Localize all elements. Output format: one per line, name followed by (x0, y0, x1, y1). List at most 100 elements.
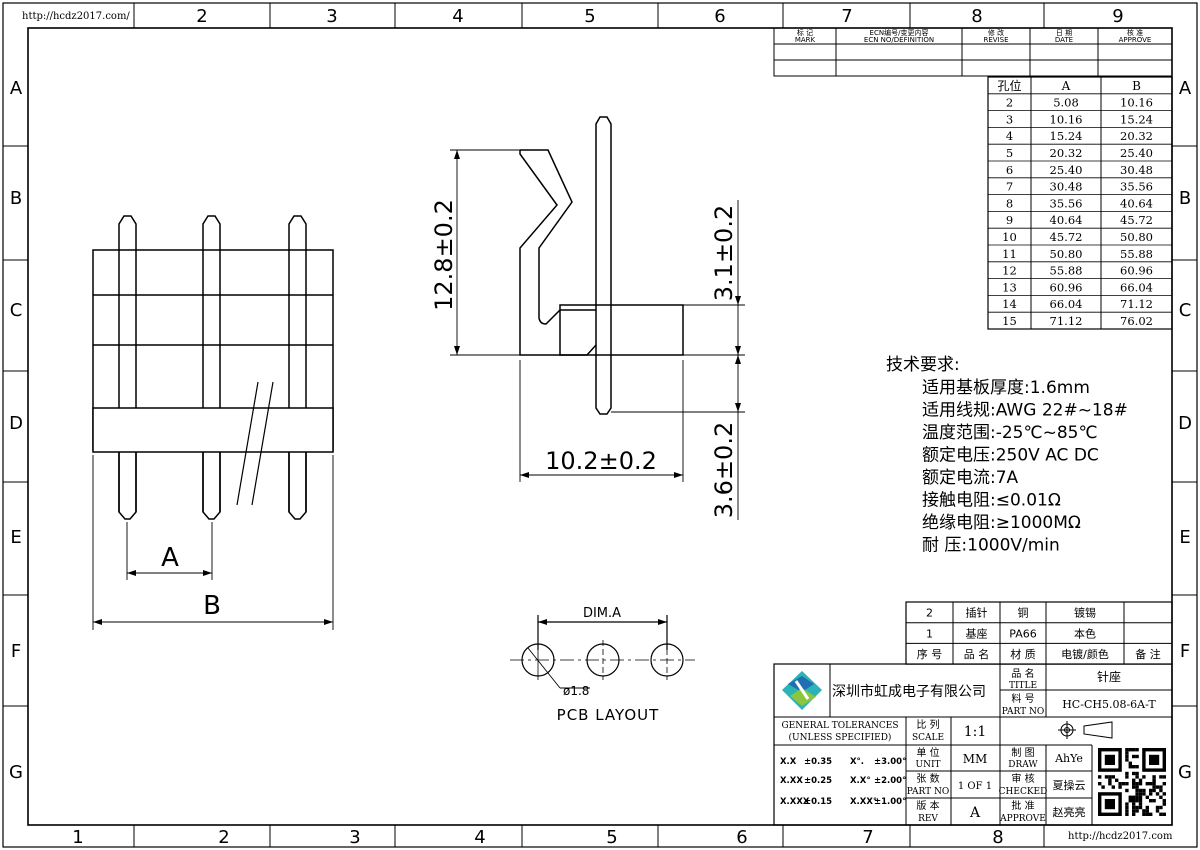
bom-header-cell: 品 名 (964, 647, 990, 661)
pcb-dim-a: DIM.A (583, 606, 621, 621)
tolerance-cell: X.XX° (850, 797, 877, 807)
pin-table-header: A (1061, 79, 1071, 93)
front-view (92, 215, 334, 630)
bom-header-cell: 序 号 (917, 647, 943, 661)
pin-table-cell: 76.02 (1120, 314, 1153, 328)
tolerance-sub: (UNLESS SPECIFIED) (789, 732, 892, 743)
title-block: 深圳市虹成电子有限公司 品 名 TITLE 针座 料 号 PART NO HC-… (773, 663, 1173, 826)
pin-table-cell: 60.96 (1120, 264, 1153, 278)
side-view-arrows (454, 150, 741, 478)
bottom-zone-band (133, 825, 1045, 847)
inner-frame (27, 27, 1173, 826)
pin-table-cell: 10.16 (1050, 112, 1083, 126)
tech-requirement-line: 绝缘电阻:≥1000MΩ (922, 513, 1081, 533)
tech-requirement-line: 温度范围:-25℃~85℃ (922, 423, 1098, 443)
bom-cell: 本色 (1074, 626, 1096, 640)
part-value: HC-CH5.08-6A-T (1062, 698, 1156, 711)
tolerance-cell: X.XXX (780, 797, 810, 807)
bottom-column-label: 2 (218, 827, 229, 848)
pin-table-cell: 35.56 (1120, 180, 1153, 194)
bottom-column-label: 6 (736, 827, 747, 848)
pin-table-cell: 55.88 (1050, 264, 1083, 278)
title-label-en: TITLE (1009, 681, 1037, 691)
bom-header-cell: 材 质 (1010, 647, 1036, 661)
tech-title: 技术要求: (886, 355, 960, 375)
top-column-label: 4 (452, 6, 463, 27)
top-column-label: 5 (584, 6, 595, 27)
pin-table-cell: 6 (1006, 163, 1013, 177)
tech-requirement-line: 适用线规:AWG 22#~18# (922, 401, 1128, 421)
pin-table-cell: 35.56 (1050, 196, 1083, 210)
right-row-label: F (1180, 641, 1190, 662)
left-row-label: A (10, 78, 23, 99)
rev-mark-en: MARK (795, 36, 816, 44)
pin-2 (202, 215, 221, 520)
approve-label-en: APPROVE (999, 814, 1046, 824)
bottom-column-label: 3 (349, 827, 360, 848)
rev-ecn-en: ECN NO/DEFINITION (864, 36, 934, 44)
side-housing (559, 304, 684, 356)
pin-table-cell: 3 (1006, 112, 1013, 126)
scale-label-en: SCALE (912, 733, 944, 743)
approve-value: 赵亮亮 (1053, 805, 1086, 819)
right-row-label: B (1179, 188, 1191, 209)
left-row-label: G (9, 762, 23, 783)
rev-approve-en: APPROVE (1119, 36, 1152, 44)
sheet-value: 1 OF 1 (958, 781, 992, 792)
pin-table-cell: 12 (1002, 264, 1017, 278)
right-row-label: D (1178, 413, 1192, 434)
bom-cell: 镀锡 (1074, 606, 1096, 620)
tolerance-cell: ±3.00° (874, 757, 906, 767)
company-name: 深圳市虹成电子有限公司 (832, 683, 986, 700)
tolerance-cell: ±0.25 (804, 776, 832, 786)
draw-label: 制 图 (1011, 746, 1034, 759)
left-row-label: B (10, 188, 22, 209)
top-column-label: 3 (326, 6, 337, 27)
pin-table-cell: 71.12 (1120, 297, 1153, 311)
pcb-layout (510, 615, 695, 689)
pin-table-cell: 7 (1006, 180, 1013, 194)
tech-requirement-line: 适用基板厚度:1.6mm (922, 378, 1090, 398)
pin-table-cell: 9 (1006, 213, 1013, 227)
scale-value: 1:1 (964, 724, 987, 740)
pin-table-cell: 25.40 (1120, 146, 1153, 160)
pcb-arrows (538, 619, 667, 625)
rev-revise-en: REVISE (983, 36, 1008, 44)
pin-table-cell: 13 (1002, 280, 1017, 294)
dim-width: 10.2±0.2 (545, 447, 657, 475)
scale-label: 比 列 (916, 718, 939, 731)
pin-table-cell: 11 (1002, 247, 1017, 261)
tolerance-cell: X°. (850, 757, 864, 767)
rev-mark: 标 记 (797, 28, 813, 37)
pin-table-cell: 10.16 (1120, 96, 1153, 110)
housing-base (92, 407, 334, 453)
pin-table-cell: 66.04 (1050, 297, 1083, 311)
dim-b-label: B (203, 591, 221, 621)
tolerance-cell: X.XX (780, 776, 803, 786)
pin-1 (118, 215, 137, 520)
bottom-column-label: 8 (992, 827, 1003, 848)
bottom-column-label: 5 (606, 827, 617, 848)
pin-table-cell: 5 (1006, 146, 1013, 160)
tolerance-cell: ±0.15 (804, 797, 832, 807)
right-row-label: E (1179, 527, 1190, 548)
side-view-dims (450, 149, 745, 520)
front-view-arrows (93, 570, 333, 625)
tech-requirement-line: 额定电流:7A (922, 468, 1019, 488)
title-value: 针座 (1097, 669, 1121, 684)
pin-table-cell: 14 (1002, 297, 1017, 311)
pin-table-cell: 25.40 (1050, 163, 1083, 177)
pin-table-cell: 4 (1006, 129, 1013, 143)
rev-value: A (969, 805, 981, 821)
check-label-en: CHECKED (999, 787, 1048, 797)
bom-cell: 基座 (966, 626, 988, 640)
side-pin (595, 116, 612, 305)
rev-revise: 修 改 (988, 28, 1004, 37)
top-column-label: 6 (714, 6, 725, 27)
bom-header-cell: 备 注 (1135, 647, 1161, 661)
tolerance-cell: ±2.00° (874, 776, 906, 786)
